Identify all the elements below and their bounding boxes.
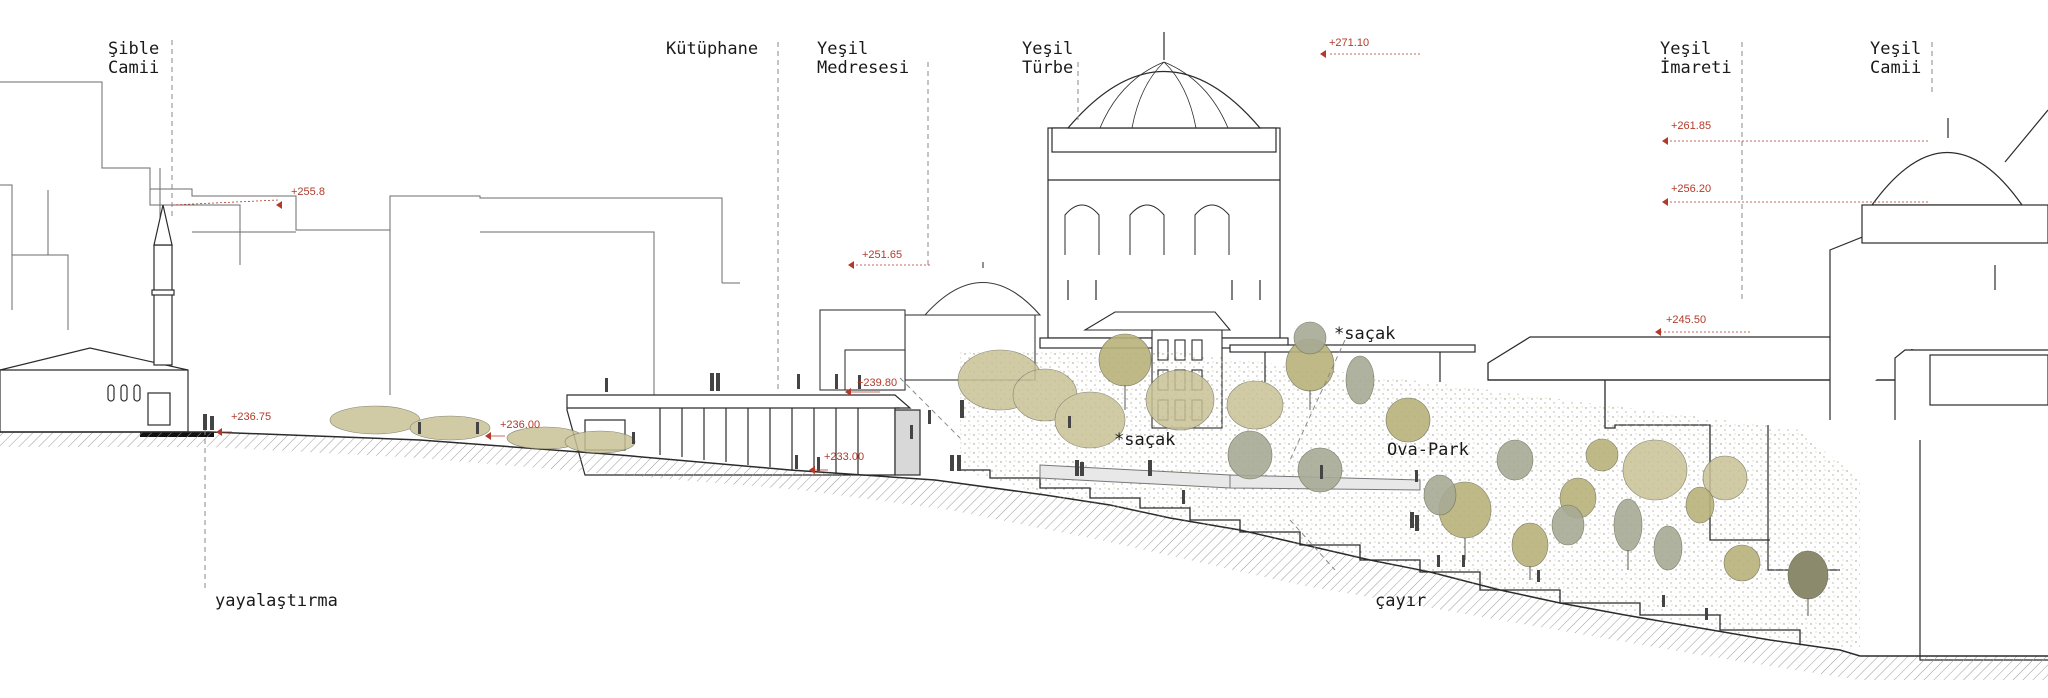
- label-kutuphane: Kütüphane: [666, 39, 759, 59]
- background-buildings-left: [0, 81, 740, 395]
- label-yesil-turbe: Yeşil Türbe: [1022, 39, 1074, 78]
- terrace-steps: [960, 469, 1801, 645]
- label-yesil-medresesi: Yeşil Medresesi: [817, 39, 910, 78]
- label-ova-park: Ova-Park: [1387, 440, 1469, 460]
- elevation-233-00: +233.00: [824, 451, 865, 463]
- elevation-236-00: +236.00: [500, 419, 541, 431]
- elevation-leaders: [171, 53, 1930, 471]
- elevation-256-20: +256.20: [1671, 183, 1712, 195]
- label-yayalastirma: yayalaştırma: [215, 591, 338, 611]
- elevation-251-65: +251.65: [862, 249, 903, 261]
- axis-lines: [171, 40, 1933, 590]
- people: [203, 373, 1708, 620]
- elevation-236-75: +236.75: [231, 411, 272, 423]
- medrese-building: [819, 262, 1042, 391]
- label-sible-camii: Şible Camii: [108, 39, 160, 78]
- label-yesil-imareti: Yeşil İmareti: [1660, 39, 1732, 78]
- elevation-271-10: +271.10: [1329, 37, 1370, 49]
- elevation-245-50: +245.50: [1666, 314, 1707, 326]
- elevation-markers: [216, 50, 1668, 474]
- label-sacak-upper: *saçak: [1334, 324, 1396, 344]
- label-sacak-lower: *saçak: [1114, 430, 1176, 450]
- sacak-canopy: [1229, 344, 1476, 382]
- label-yesil-camii: Yeşil Camii: [1870, 39, 1922, 78]
- sible-camii-building: [0, 204, 214, 437]
- yesil-turbe-building: [1039, 32, 1289, 349]
- label-cayir: çayır: [1375, 591, 1427, 611]
- elevation-261-85: +261.85: [1671, 120, 1712, 132]
- elevation-255-8: +255.8: [291, 186, 325, 198]
- elevation-239-80: +239.80: [857, 377, 898, 389]
